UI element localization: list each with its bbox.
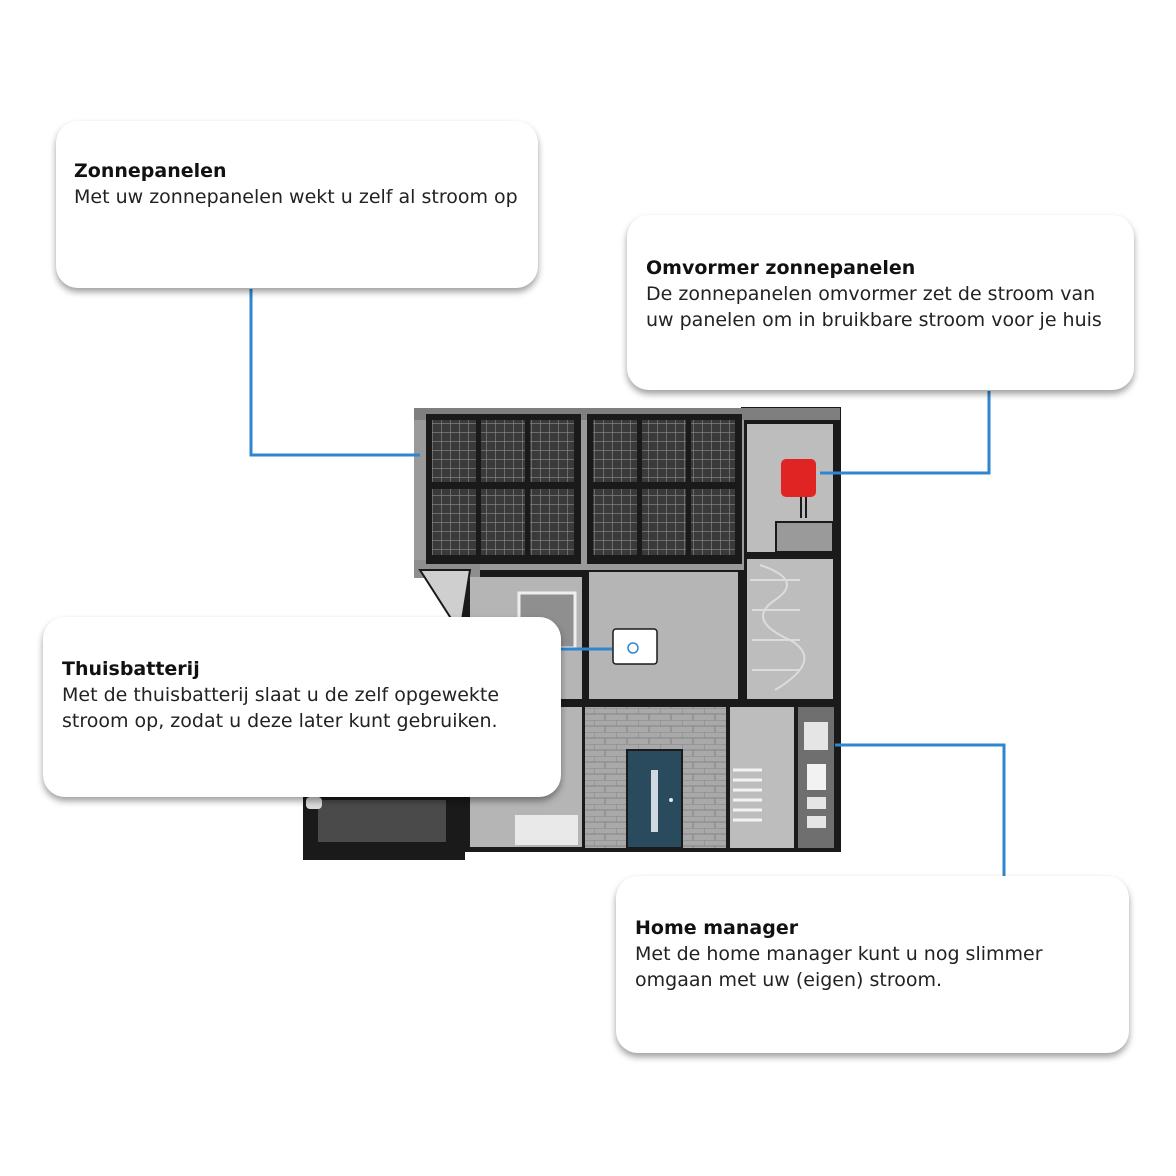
callout-title: Omvormer zonnepanelen — [646, 257, 916, 279]
callout-zonnepanelen: Zonnepanelen Met uw zonnepanelen wekt u … — [56, 121, 538, 288]
callout-title: Home manager — [635, 917, 799, 939]
callout-description: Met de home manager kunt u nog slimmer o… — [635, 943, 1043, 991]
callout-homemanager: Home manager Met de home manager kunt u … — [616, 876, 1129, 1053]
connector-lines — [249, 289, 1006, 876]
house-body — [303, 407, 841, 860]
callout-description: Met uw zonnepanelen wekt u zelf al stroo… — [74, 186, 518, 208]
radiator — [733, 768, 762, 822]
callout-omvormer: Omvormer zonnepanelen De zonnepanelen om… — [627, 215, 1134, 390]
callout-description: De zonnepanelen omvormer zet de stroom v… — [646, 283, 1102, 331]
home-manager-cabinet — [798, 707, 834, 848]
connector-omvormer — [820, 391, 991, 475]
battery-device — [612, 628, 658, 665]
stairwell — [747, 559, 833, 699]
battery-room — [589, 572, 738, 699]
inverter-device — [781, 459, 816, 518]
connector-homemanager — [835, 743, 1006, 876]
connector-zonnepanelen — [249, 289, 420, 457]
callout-title: Zonnepanelen — [74, 160, 227, 182]
solar-panels — [426, 414, 742, 564]
front-door — [626, 749, 683, 849]
callout-title: Thuisbatterij — [62, 658, 200, 680]
callout-thuisbatterij: Thuisbatterij Met de thuisbatterij slaat… — [43, 617, 561, 797]
callout-description: Met de thuisbatterij slaat u de zelf opg… — [62, 684, 500, 732]
